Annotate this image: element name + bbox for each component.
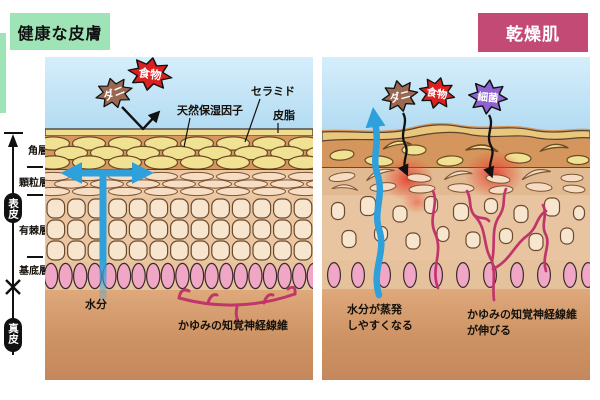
evaporation-caption-line2: しやすくなる [347,319,413,332]
sebum-label: 皮脂 [272,108,295,122]
axis-boundary-x-icon [5,279,21,295]
penetrating-allergen-arrows [397,112,495,179]
food-allergen-label: 食物 [424,85,448,102]
damaged-sebum-film [322,124,590,142]
extended-itch-nerve-fibers [431,187,549,302]
dermis-capsule [4,318,22,352]
itch-nerve-fiber [177,285,297,323]
layer-label-stratum-corneum: 角層 [28,144,48,157]
healthy-skin-panel: 食物 ダニ 天然保湿因子 セラミド 皮脂 水分 かゆみの知覚神経線維 [45,57,313,380]
skin-layer-axis: 角層 顆粒層 有棘層 基底層 表皮 真皮 [4,132,49,355]
epidermis-label: 表皮 [7,197,19,220]
ceramide-pointer-line [244,98,261,143]
food-allergen-label: 食物 [138,65,163,82]
mite-allergen-label: ダニ [388,87,412,105]
bacteria-allergen-label: 細菌 [477,90,500,105]
moisture-label: 水分 [85,297,107,311]
epidermis-capsule [4,193,22,223]
sky-background [45,57,313,131]
dry-skin-title: 乾燥肌 [478,13,588,52]
evaporation-caption-line1: 水分が蒸発 [347,302,403,316]
basal-cells [45,262,313,290]
nmf-label: 天然保湿因子 [177,103,243,117]
clipped-green-label [0,33,6,113]
sparse-spinous-cells [330,195,586,252]
dermis-region [45,290,313,380]
layer-label-spinous: 有棘層 [19,224,49,237]
dry-skin-panel: ダニ 食物 細菌 水分が蒸発 しやすくなる かゆみの知覚神経線維 が伸びる [322,57,590,380]
dermis-region [322,289,590,380]
itch-nerve-label: かゆみの知覚神経線維 [178,318,288,332]
ceramide-label: セラミド [251,85,295,98]
nerve-caption-line1: かゆみの知覚神経線維 [467,307,577,321]
nerve-caption-line2: が伸びる [467,323,511,337]
sky-background [322,57,590,131]
nmf-pointer-line [183,117,191,148]
layer-label-granular: 顆粒層 [19,176,49,189]
moisture-evaporation-arrow [365,107,386,299]
axis-up-arrow-icon [8,134,18,147]
dermis-label: 真皮 [7,322,19,345]
corneocyte-cells [45,136,313,170]
sebum-film [45,128,313,137]
healthy-skin-title: 健康な皮膚 [10,13,110,50]
layer-label-basal: 基底層 [18,264,49,277]
blocked-allergen-arrow [121,106,161,131]
